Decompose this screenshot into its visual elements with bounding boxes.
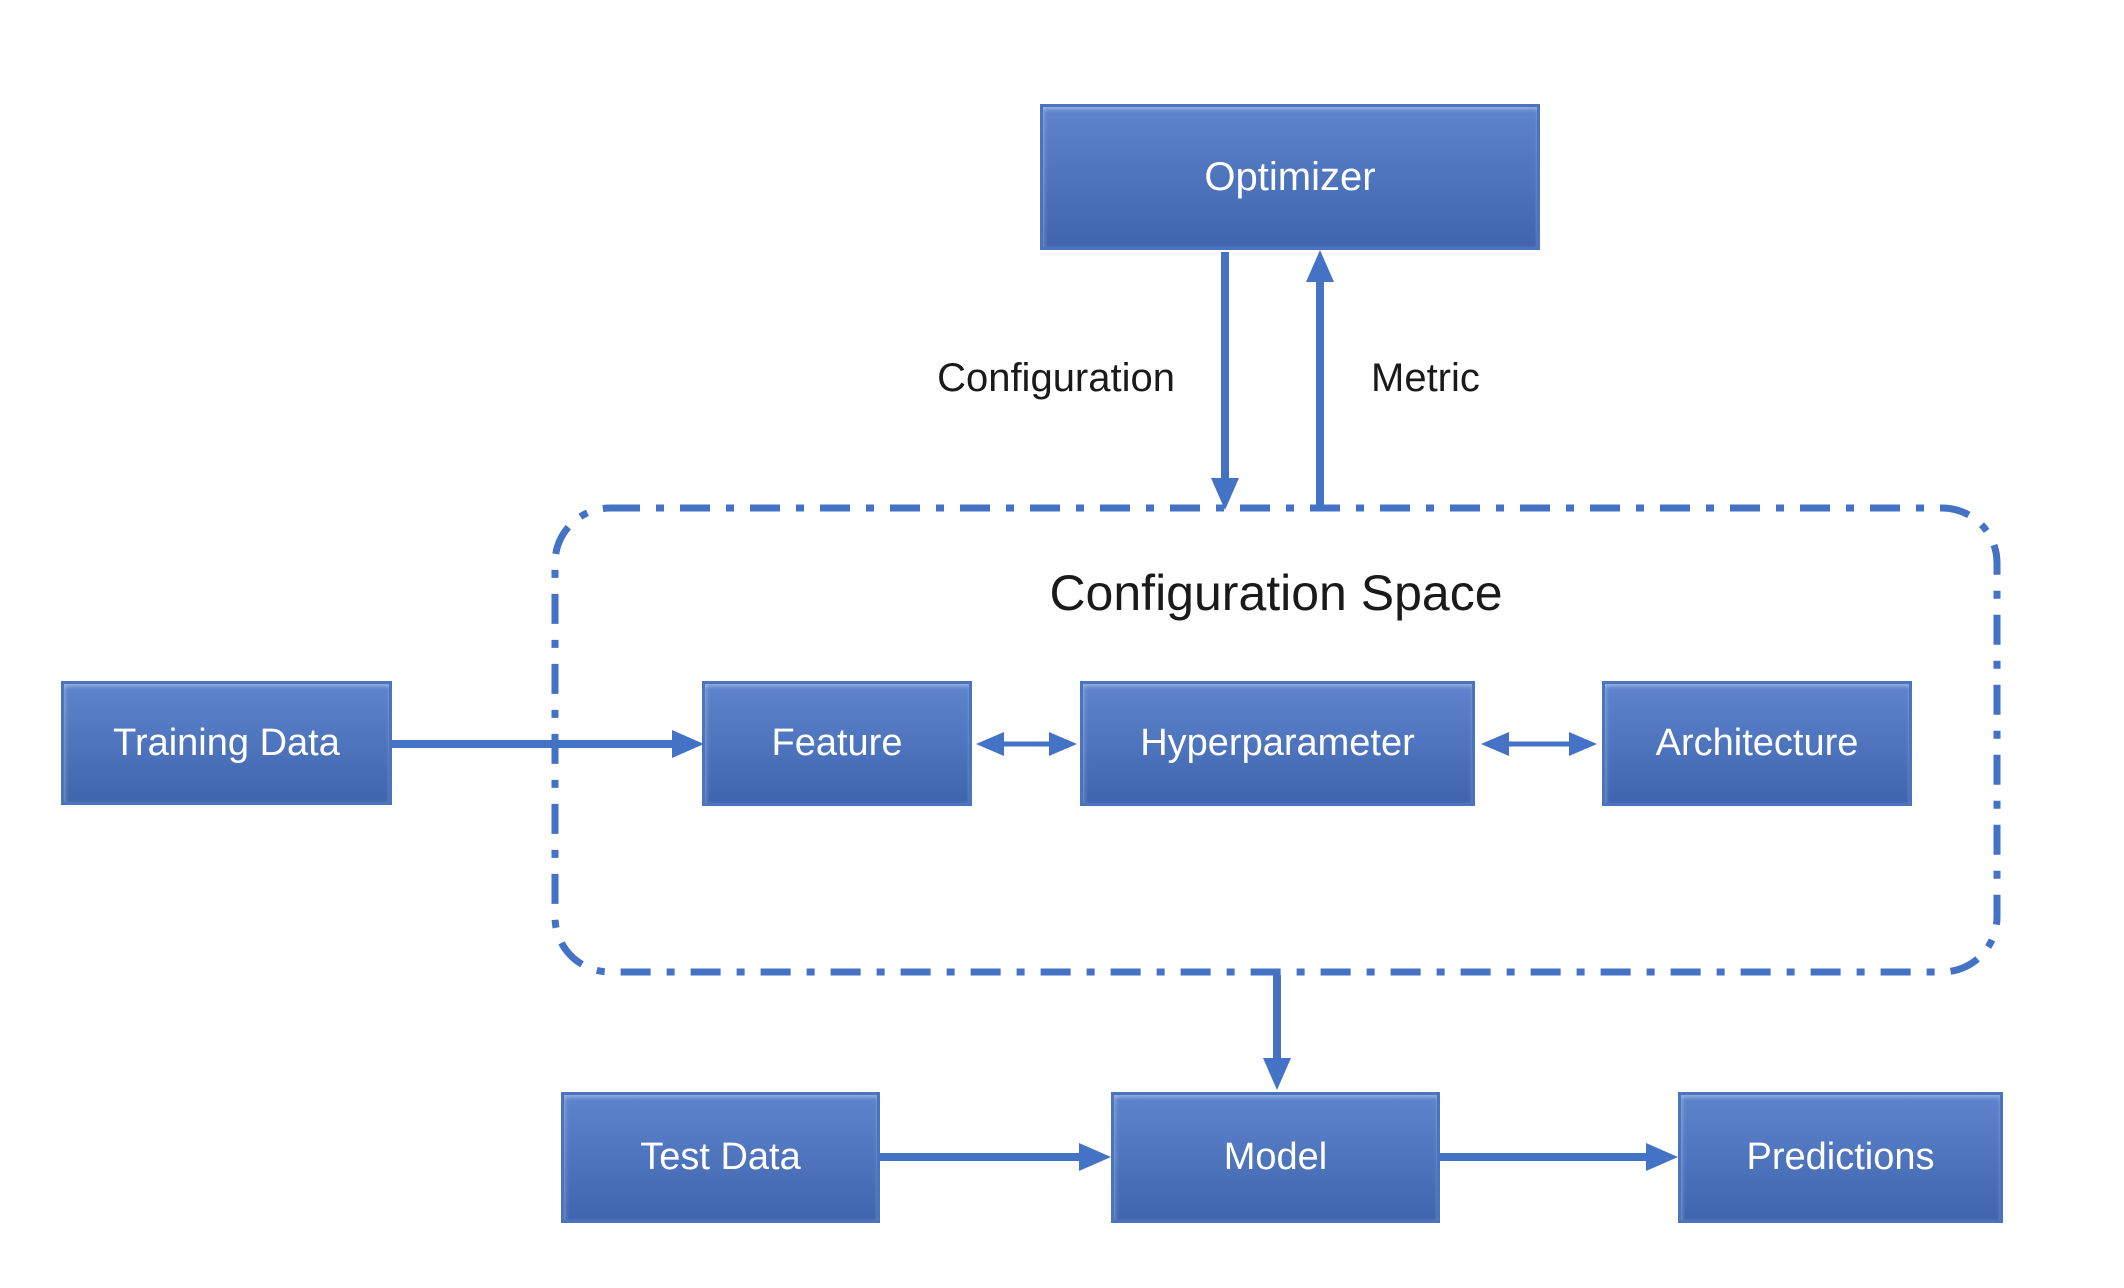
- optimizer-node: Optimizer: [1040, 104, 1540, 250]
- training-data-node: Training Data: [61, 681, 392, 805]
- training-data-node-label: Training Data: [113, 721, 340, 764]
- arrow-test-to-model: [880, 1143, 1111, 1171]
- architecture-node-label: Architecture: [1655, 722, 1859, 764]
- arrow-metric-up: [1306, 250, 1334, 508]
- predictions-node-label: Predictions: [1746, 1136, 1935, 1178]
- architecture-node: Architecture: [1602, 681, 1912, 806]
- model-node-label: Model: [1223, 1136, 1328, 1178]
- feature-node: Feature: [702, 681, 972, 806]
- feature-node-label: Feature: [771, 722, 903, 764]
- hyperparameter-node: Hyperparameter: [1080, 681, 1475, 806]
- optimizer-node-label: Optimizer: [1204, 154, 1376, 199]
- arrow-model-to-predictions: [1440, 1143, 1678, 1171]
- model-node: Model: [1111, 1092, 1440, 1223]
- arrow-hyperparameter-architecture-bidirectional: [1481, 732, 1597, 756]
- arrow-configuration-down: [1211, 252, 1239, 510]
- metric-edge-label: Metric: [1371, 356, 1480, 400]
- arrow-training-to-feature: [392, 730, 704, 758]
- test-data-node: Test Data: [561, 1092, 880, 1223]
- test-data-node-label: Test Data: [640, 1136, 801, 1178]
- configuration-space-title: Configuration Space: [1049, 565, 1503, 621]
- hyperparameter-node-label: Hyperparameter: [1140, 722, 1415, 764]
- arrow-space-to-model: [1263, 975, 1291, 1090]
- predictions-node: Predictions: [1678, 1092, 2003, 1223]
- configuration-edge-label: Configuration: [937, 356, 1175, 400]
- arrow-feature-hyperparameter-bidirectional: [976, 732, 1077, 756]
